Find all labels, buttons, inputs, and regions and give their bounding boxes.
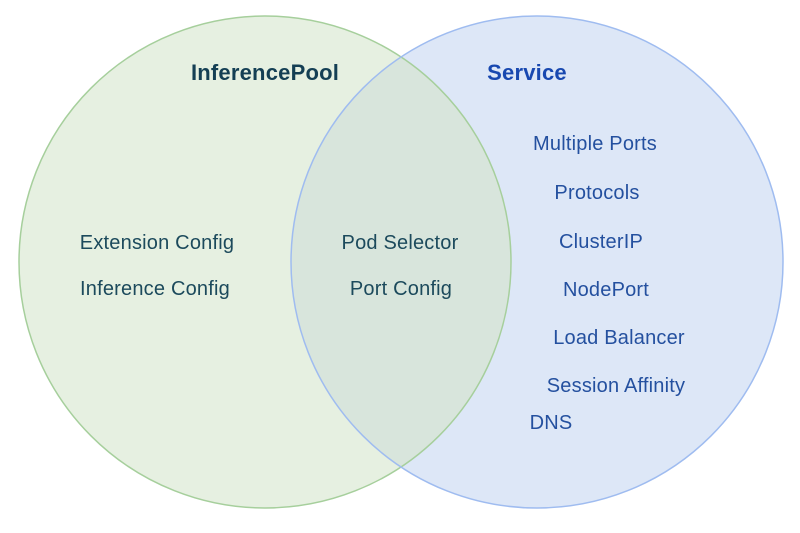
left-item-extension-config: Extension Config <box>79 232 235 254</box>
intersection-region <box>291 16 511 508</box>
left-item-inference-config: Inference Config <box>80 278 230 300</box>
right-item-dns: DNS <box>529 412 573 434</box>
right-item-multiple-ports: Multiple Ports <box>533 133 657 155</box>
right-item-protocols: Protocols <box>554 182 640 204</box>
service-circle-outline <box>290 15 784 509</box>
intersection-item-pod-selector: Pod Selector <box>341 232 459 254</box>
right-item-clusterip: ClusterIP <box>558 231 644 253</box>
right-item-session-affinity: Session Affinity <box>546 375 686 397</box>
intersection-item-port-config: Port Config <box>349 278 453 300</box>
inferencepool-circle-outline <box>18 15 512 509</box>
right-item-nodeport: NodePort <box>562 279 650 301</box>
service-title: Service <box>487 60 567 85</box>
inferencepool-title: InferencePool <box>190 60 340 85</box>
right-item-load-balancer: Load Balancer <box>553 327 685 349</box>
